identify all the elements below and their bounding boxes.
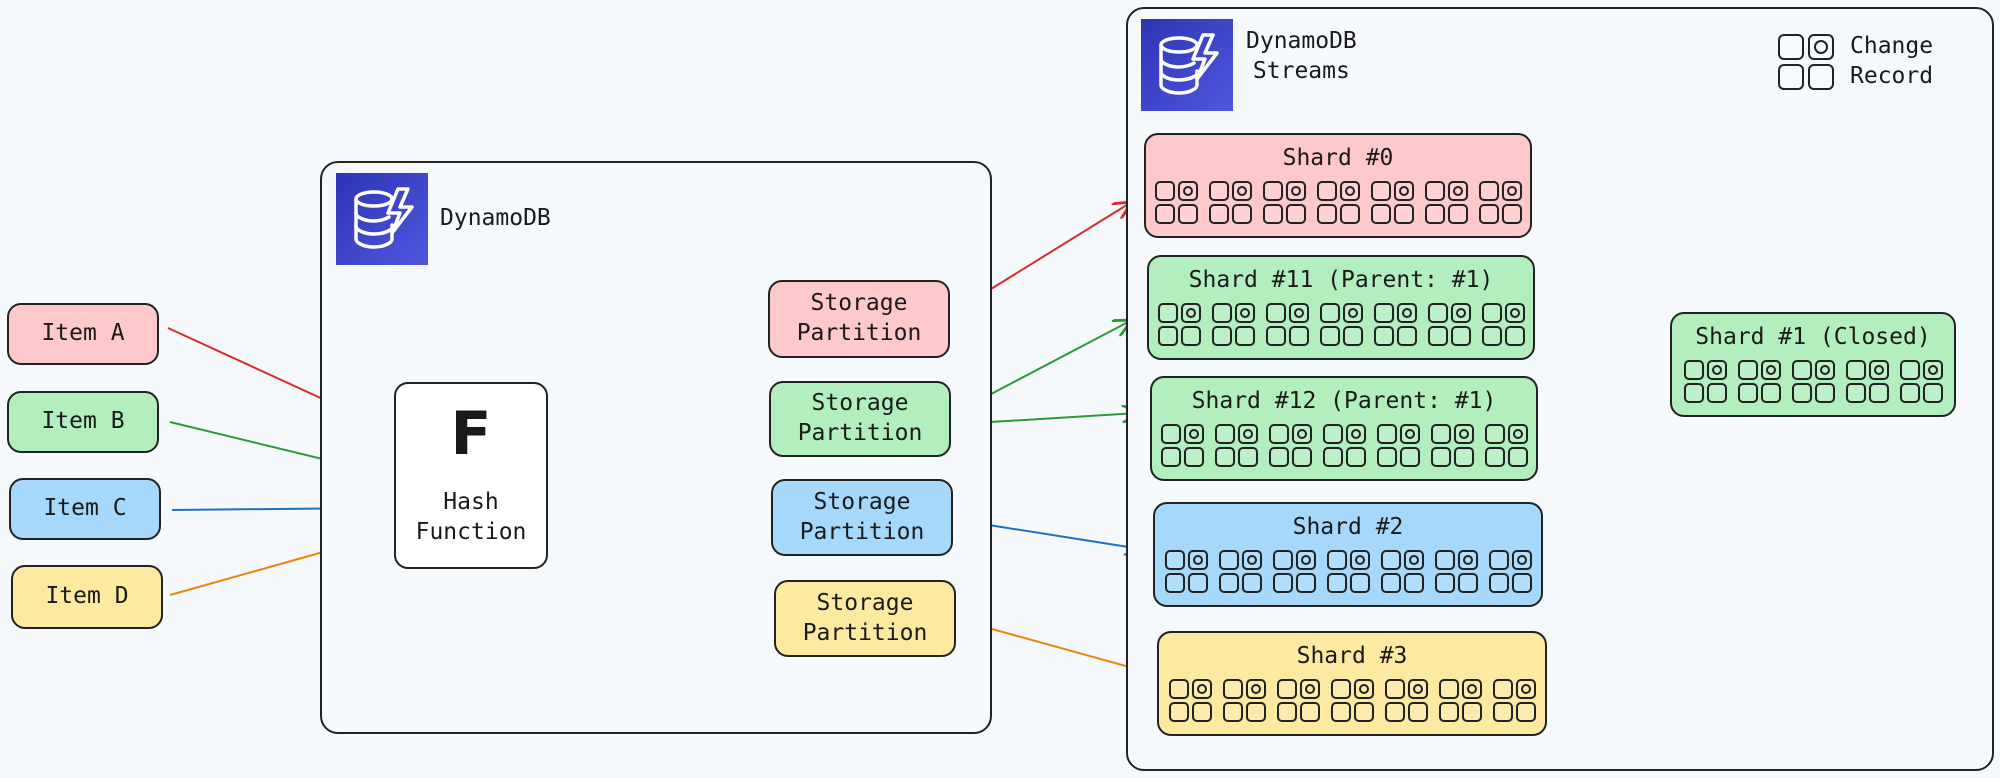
- change-records: [1154, 181, 1522, 224]
- change-record-icon: [1208, 181, 1252, 224]
- shard-title: Shard #11 (Parent: #1): [1188, 267, 1494, 293]
- change-record-icon: [1168, 679, 1212, 722]
- shard-2: Shard #2: [1153, 502, 1543, 607]
- partition-label: Storage: [811, 390, 909, 417]
- legend-label-line-2: Record: [1850, 62, 1934, 89]
- change-record-icon: [1778, 33, 1834, 90]
- partition-label: Storage: [813, 488, 911, 515]
- change-record-icon: [1899, 360, 1943, 403]
- shard-3: Shard #3: [1157, 631, 1547, 736]
- change-records: [1160, 424, 1528, 467]
- change-record-icon: [1427, 303, 1471, 346]
- legend: Change Record: [1778, 32, 1933, 92]
- item-b-label: Item B: [41, 408, 125, 435]
- partition-label: Partition: [802, 619, 928, 646]
- change-record-icon: [1326, 550, 1370, 593]
- change-record-icon: [1434, 550, 1478, 593]
- streams-title-line-2: Streams: [1252, 57, 1350, 84]
- partition-label: Storage: [816, 589, 914, 616]
- shard-title: Shard #0: [1282, 145, 1394, 171]
- streams-title: DynamoDB Streams: [1246, 27, 1357, 87]
- change-record-icon: [1272, 550, 1316, 593]
- change-record-icon: [1214, 424, 1258, 467]
- change-record-icon: [1424, 181, 1468, 224]
- change-records: [1683, 360, 1943, 403]
- shard-title: Shard #1 (Closed): [1695, 324, 1931, 350]
- change-records: [1157, 303, 1525, 346]
- hash-function-box: F Hash Function: [394, 382, 548, 569]
- hash-function-label-1: Hash: [443, 488, 499, 515]
- item-a-label: Item A: [41, 320, 125, 347]
- change-record-icon: [1438, 679, 1482, 722]
- hash-function-label-2: Function: [415, 518, 527, 545]
- legend-label-line-1: Change: [1850, 33, 1934, 59]
- storage-partition-blue: Storage Partition: [771, 479, 953, 556]
- change-record-icon: [1380, 550, 1424, 593]
- dynamodb-title: DynamoDB: [440, 205, 551, 231]
- change-record-icon: [1488, 550, 1532, 593]
- partition-label: Partition: [796, 320, 922, 346]
- change-record-icon: [1384, 679, 1428, 722]
- change-record-icon: [1160, 424, 1204, 467]
- change-record-icon: [1222, 679, 1266, 722]
- shard-title: Shard #3: [1296, 643, 1408, 669]
- item-c-label: Item C: [43, 495, 127, 522]
- change-record-icon: [1330, 679, 1374, 722]
- change-record-icon: [1319, 303, 1363, 346]
- change-record-icon: [1211, 303, 1255, 346]
- change-records: [1164, 550, 1532, 593]
- change-record-icon: [1262, 181, 1306, 224]
- shard-11: Shard #11 (Parent: #1): [1147, 255, 1535, 360]
- change-record-icon: [1370, 181, 1414, 224]
- change-record-icon: [1276, 679, 1320, 722]
- change-record-icon: [1484, 424, 1528, 467]
- change-record-icon: [1322, 424, 1366, 467]
- change-record-icon: [1376, 424, 1420, 467]
- change-record-icon: [1791, 360, 1835, 403]
- shard-0: Shard #0: [1144, 133, 1532, 238]
- dynamodb-logo-icon: [336, 173, 428, 265]
- change-record-icon: [1478, 181, 1522, 224]
- change-record-icon: [1268, 424, 1312, 467]
- shard-1-closed: Shard #1 (Closed): [1670, 312, 1956, 417]
- change-record-icon: [1218, 550, 1262, 593]
- item-c: Item C: [9, 478, 161, 540]
- change-record-icon: [1265, 303, 1309, 346]
- legend-label: Change Record: [1850, 32, 1933, 92]
- function-icon: F: [450, 398, 492, 469]
- streams-title-line-1: DynamoDB: [1246, 28, 1357, 54]
- partition-label: Partition: [797, 420, 923, 446]
- item-b: Item B: [7, 391, 159, 453]
- partition-label: Partition: [799, 518, 925, 545]
- storage-partition-green: Storage Partition: [769, 381, 951, 457]
- change-record-icon: [1683, 360, 1727, 403]
- change-record-icon: [1492, 679, 1536, 722]
- change-record-icon: [1737, 360, 1781, 403]
- item-a: Item A: [7, 303, 159, 365]
- item-d: Item D: [11, 565, 163, 629]
- change-record-icon: [1430, 424, 1474, 467]
- shard-12: Shard #12 (Parent: #1): [1150, 376, 1538, 481]
- dynamodb-streams-logo-icon: [1141, 19, 1233, 111]
- shard-title: Shard #2: [1292, 514, 1404, 540]
- arrow-partition-to-shard-3: [962, 620, 1144, 671]
- change-record-icon: [1154, 181, 1198, 224]
- item-d-label: Item D: [45, 583, 129, 610]
- storage-partition-red: Storage Partition: [768, 280, 950, 358]
- shard-title: Shard #12 (Parent: #1): [1191, 388, 1497, 414]
- change-record-icon: [1373, 303, 1417, 346]
- change-record-icon: [1481, 303, 1525, 346]
- partition-label: Storage: [810, 290, 908, 317]
- change-record-icon: [1164, 550, 1208, 593]
- change-record-icon: [1845, 360, 1889, 403]
- change-record-icon: [1316, 181, 1360, 224]
- storage-partition-yellow: Storage Partition: [774, 580, 956, 657]
- change-records: [1168, 679, 1536, 722]
- change-record-icon: [1157, 303, 1201, 346]
